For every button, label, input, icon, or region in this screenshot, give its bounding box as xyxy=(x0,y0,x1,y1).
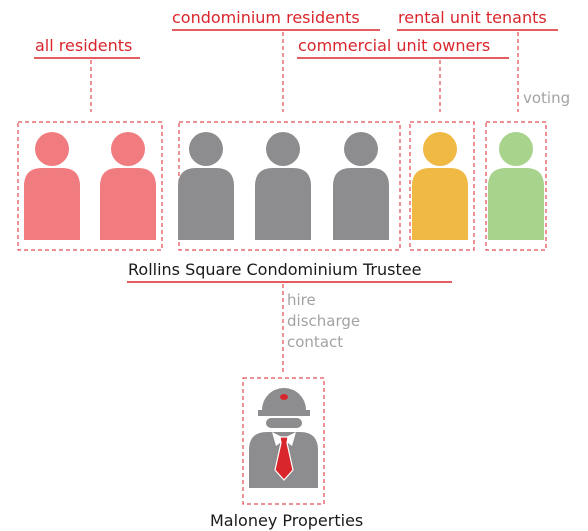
person-icon xyxy=(255,132,311,240)
commercial-owners-box xyxy=(409,121,475,251)
relationship-label-contact: contact xyxy=(287,333,344,351)
person-icon xyxy=(488,132,544,240)
person-body xyxy=(100,168,156,240)
person-head xyxy=(499,132,533,166)
tie-icon xyxy=(274,436,294,481)
relationship-label-hire: hire xyxy=(287,291,316,309)
person-icon xyxy=(178,132,234,240)
manager-helmet xyxy=(258,388,310,416)
person-body xyxy=(488,168,544,240)
person-head xyxy=(189,132,223,166)
person-head xyxy=(111,132,145,166)
person-head xyxy=(423,132,457,166)
manager-face xyxy=(266,418,302,428)
person-icon xyxy=(412,132,468,240)
person-body xyxy=(178,168,234,240)
manager-label: Maloney Properties xyxy=(210,511,364,530)
person-head xyxy=(344,132,378,166)
all-residents-box xyxy=(17,121,163,251)
commercial-unit-owners-label: commercial unit owners xyxy=(298,36,491,55)
helmet-badge-icon xyxy=(280,394,288,400)
manager-box xyxy=(242,377,325,505)
rental-tenants-box xyxy=(485,121,547,251)
person-body xyxy=(333,168,389,240)
relationship-label-discharge: discharge xyxy=(287,312,361,330)
person-body xyxy=(412,168,468,240)
condominium-residents-label: condominium residents xyxy=(172,8,360,27)
trustee-label: Rollins Square Condominium Trustee xyxy=(128,260,422,279)
person-icon xyxy=(100,132,156,240)
person-icon xyxy=(24,132,80,240)
person-body xyxy=(24,168,80,240)
person-icon xyxy=(333,132,389,240)
person-body xyxy=(255,168,311,240)
all-residents-label: all residents xyxy=(35,36,133,55)
manager-figure xyxy=(249,388,318,488)
voting-label: voting xyxy=(523,89,571,107)
rental-unit-tenants-label: rental unit tenants xyxy=(398,8,547,27)
person-head xyxy=(35,132,69,166)
person-head xyxy=(266,132,300,166)
